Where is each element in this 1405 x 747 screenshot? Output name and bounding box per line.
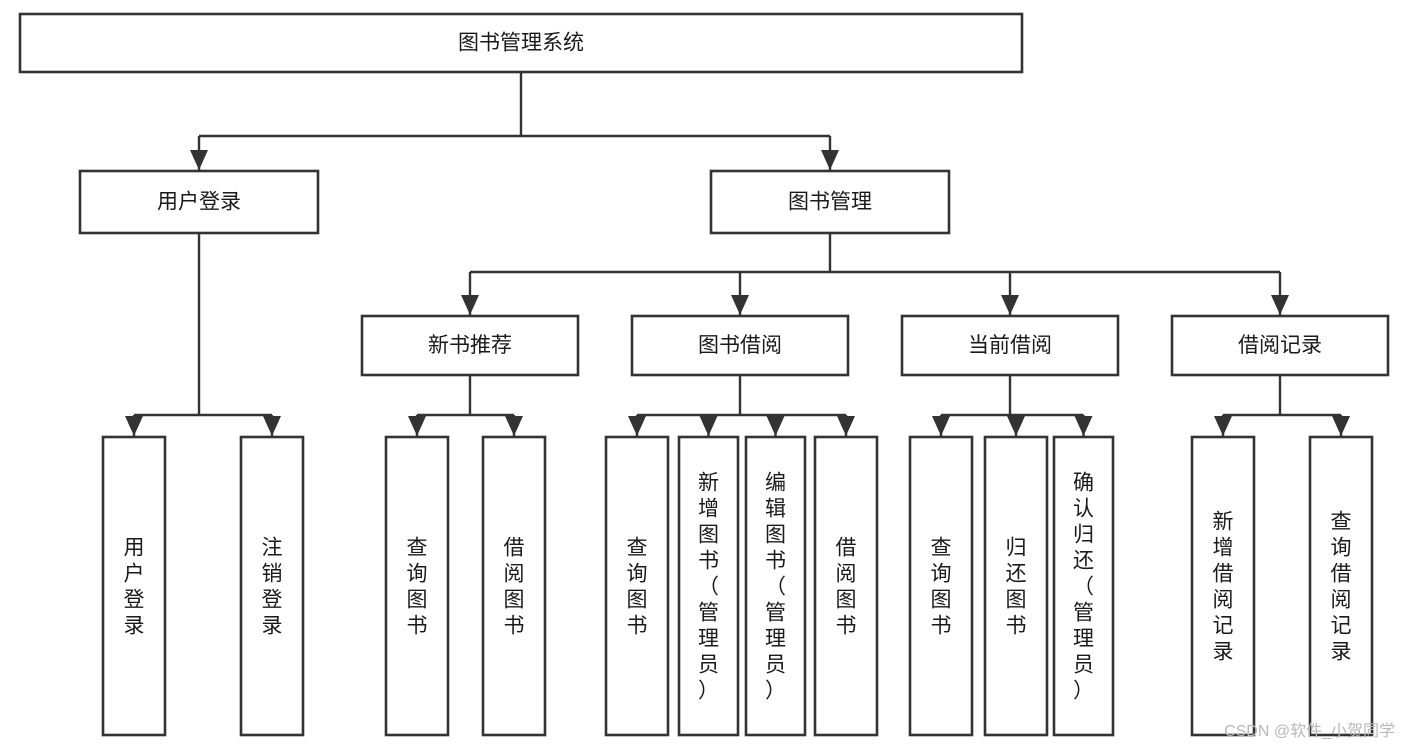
arrow-head-icon bbox=[461, 295, 479, 315]
arrow-head-icon bbox=[731, 295, 749, 315]
arrow-head-icon bbox=[821, 150, 839, 170]
node-leaf-0[interactable]: 用户登录 bbox=[101, 435, 167, 737]
node-label: 借阅图书 bbox=[504, 536, 525, 637]
node-label: 图书管理系统 bbox=[458, 32, 584, 55]
node-level3-2[interactable]: 当前借阅 bbox=[900, 314, 1120, 377]
node-label: 查询图书 bbox=[627, 536, 648, 637]
node-rect bbox=[677, 435, 740, 737]
node-rect bbox=[78, 169, 320, 235]
node-leaf-11[interactable]: 新增借阅记录 bbox=[1190, 435, 1256, 737]
node-leaf-6[interactable]: 编辑图书（管理员） bbox=[744, 435, 807, 737]
node-rect bbox=[983, 435, 1049, 737]
node-rect bbox=[384, 435, 450, 737]
node-label: 注销登录 bbox=[262, 536, 283, 637]
node-label: 用户登录 bbox=[124, 536, 145, 637]
node-rect bbox=[604, 435, 670, 737]
node-rect bbox=[709, 169, 951, 235]
arrow-head-icon bbox=[1332, 416, 1350, 436]
arrow-head-icon bbox=[408, 416, 426, 436]
node-rect bbox=[744, 435, 807, 737]
node-root[interactable]: 图书管理系统 bbox=[18, 12, 1024, 74]
node-label: 归还图书 bbox=[1006, 536, 1027, 637]
node-label: 图书管理 bbox=[788, 191, 872, 214]
arrow-head-icon bbox=[699, 416, 718, 436]
node-rect bbox=[1190, 435, 1256, 737]
node-label: 新增图书（管理员） bbox=[698, 471, 719, 702]
node-label: 借阅图书 bbox=[836, 536, 857, 637]
node-label: 图书借阅 bbox=[698, 334, 782, 357]
arrow-head-icon bbox=[837, 416, 855, 436]
arrow-head-icon bbox=[628, 416, 646, 436]
node-leaf-10[interactable]: 确认归还（管理员） bbox=[1052, 435, 1115, 737]
node-leaf-12[interactable]: 查询借阅记录 bbox=[1308, 435, 1374, 737]
arrow-head-icon bbox=[1007, 416, 1025, 436]
node-rect bbox=[813, 435, 879, 737]
connector-layer bbox=[125, 72, 1350, 436]
node-leaf-2[interactable]: 查询图书 bbox=[384, 435, 450, 737]
node-level3-1[interactable]: 图书借阅 bbox=[630, 314, 850, 377]
arrow-head-icon bbox=[125, 416, 143, 436]
node-layer: 图书管理系统用户登录图书管理新书推荐图书借阅当前借阅借阅记录用户登录注销登录查询… bbox=[18, 12, 1390, 737]
node-label: 查询借阅记录 bbox=[1331, 510, 1352, 663]
node-level3-0[interactable]: 新书推荐 bbox=[360, 314, 580, 377]
node-leaf-8[interactable]: 查询图书 bbox=[908, 435, 974, 737]
node-rect bbox=[900, 314, 1120, 377]
node-label: 用户登录 bbox=[157, 191, 241, 214]
node-rect bbox=[481, 435, 547, 737]
arrow-head-icon bbox=[1271, 295, 1289, 315]
node-rect bbox=[1170, 314, 1390, 377]
node-leaf-5[interactable]: 新增图书（管理员） bbox=[677, 435, 740, 737]
arrow-head-icon bbox=[1214, 416, 1232, 436]
node-rect bbox=[630, 314, 850, 377]
node-rect bbox=[101, 435, 167, 737]
arrow-head-icon bbox=[932, 416, 950, 436]
node-rect bbox=[360, 314, 580, 377]
node-label: 新增借阅记录 bbox=[1213, 510, 1234, 663]
node-leaf-4[interactable]: 查询图书 bbox=[604, 435, 670, 737]
arrow-head-icon bbox=[190, 150, 208, 170]
node-leaf-1[interactable]: 注销登录 bbox=[239, 435, 305, 737]
node-rect bbox=[1308, 435, 1374, 737]
node-label: 新书推荐 bbox=[428, 334, 512, 357]
node-label: 确认归还（管理员） bbox=[1073, 471, 1094, 702]
arrow-head-icon bbox=[505, 416, 523, 436]
arrow-head-icon bbox=[766, 416, 785, 436]
arrow-head-icon bbox=[263, 416, 281, 436]
arrow-head-icon bbox=[1074, 416, 1093, 436]
node-label: 当前借阅 bbox=[968, 334, 1052, 357]
node-rect bbox=[239, 435, 305, 737]
node-level2-0[interactable]: 用户登录 bbox=[78, 169, 320, 235]
arrow-head-icon bbox=[1001, 295, 1019, 315]
node-level3-3[interactable]: 借阅记录 bbox=[1170, 314, 1390, 377]
node-rect bbox=[18, 12, 1024, 74]
node-leaf-3[interactable]: 借阅图书 bbox=[481, 435, 547, 737]
node-label: 编辑图书（管理员） bbox=[765, 471, 786, 702]
node-label: 查询图书 bbox=[931, 536, 952, 637]
node-rect bbox=[908, 435, 974, 737]
node-label: 借阅记录 bbox=[1238, 334, 1322, 357]
node-rect bbox=[1052, 435, 1115, 737]
node-level2-1[interactable]: 图书管理 bbox=[709, 169, 951, 235]
node-label: 查询图书 bbox=[407, 536, 428, 637]
node-leaf-9[interactable]: 归还图书 bbox=[983, 435, 1049, 737]
watermark-text: CSDN @软件_小贺同学 bbox=[1224, 723, 1395, 740]
node-leaf-7[interactable]: 借阅图书 bbox=[813, 435, 879, 737]
